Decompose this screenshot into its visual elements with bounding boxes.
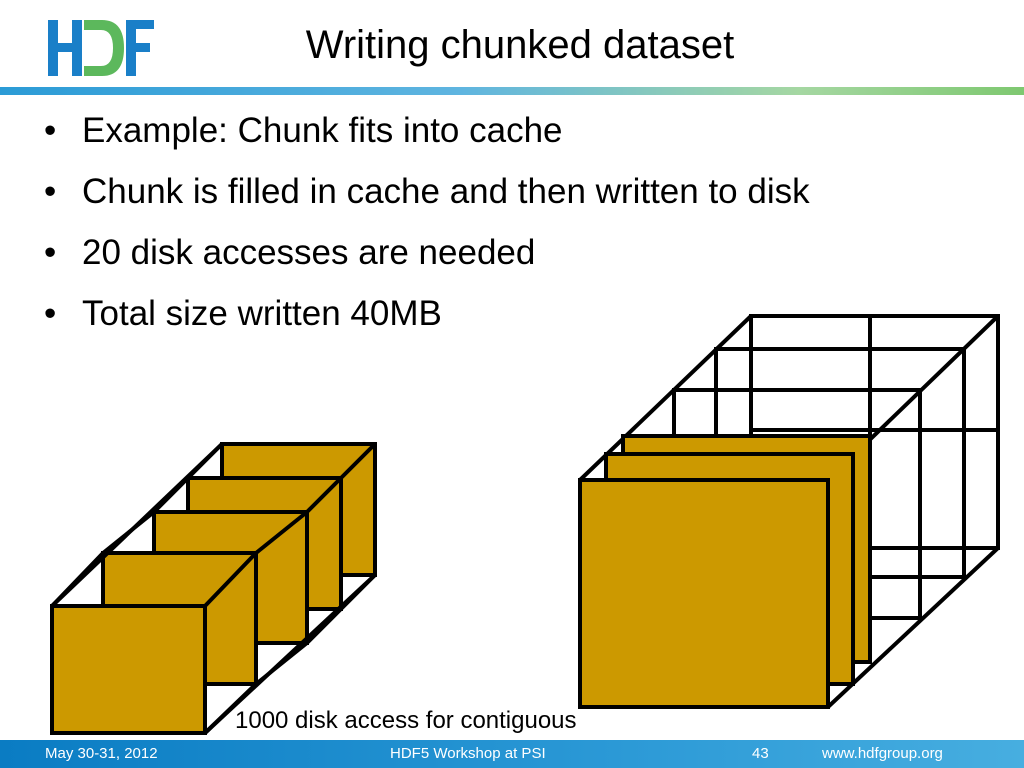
bullet-text: 20 disk accesses are needed: [82, 233, 536, 272]
bullet-dot: •: [44, 294, 57, 333]
bullet-dot: •: [44, 111, 57, 150]
footer-date: May 30-31, 2012: [45, 745, 158, 762]
bullet-item: • Example: Chunk fits into cache: [40, 100, 810, 161]
bullet-text: Example: Chunk fits into cache: [82, 111, 563, 150]
footer-url: www.hdfgroup.org: [822, 745, 943, 762]
slide-title: Writing chunked dataset: [305, 23, 735, 67]
footer-bar: May 30-31, 2012 HDF5 Workshop at PSI 43 …: [0, 740, 1024, 768]
bullet-item: • 20 disk accesses are needed: [40, 222, 810, 283]
bullet-item: • Total size written 40MB: [40, 283, 810, 344]
chunk-face-front: [50, 604, 207, 735]
bullet-dot: •: [44, 233, 57, 272]
chunked-cube: [578, 314, 1000, 709]
cube-chunk-front: [578, 478, 830, 709]
hdf-logo: [48, 20, 154, 76]
bullet-list: • Example: Chunk fits into cache • Chunk i…: [40, 100, 810, 344]
bullet-item: • Chunk is filled in cache and then writt…: [40, 161, 810, 222]
bullet-text: Chunk is filled in cache and then writte…: [82, 172, 810, 211]
chunk-diagram: [50, 314, 1000, 735]
footer-page-number: 43: [752, 745, 769, 762]
bullet-dot: •: [44, 172, 57, 211]
diagram-caption: 1000 disk access for contiguous: [235, 707, 577, 734]
title-divider: [0, 87, 1024, 95]
footer-event: HDF5 Workshop at PSI: [390, 745, 546, 762]
bullet-text: Total size written 40MB: [82, 294, 442, 333]
contiguous-row: [50, 442, 377, 735]
